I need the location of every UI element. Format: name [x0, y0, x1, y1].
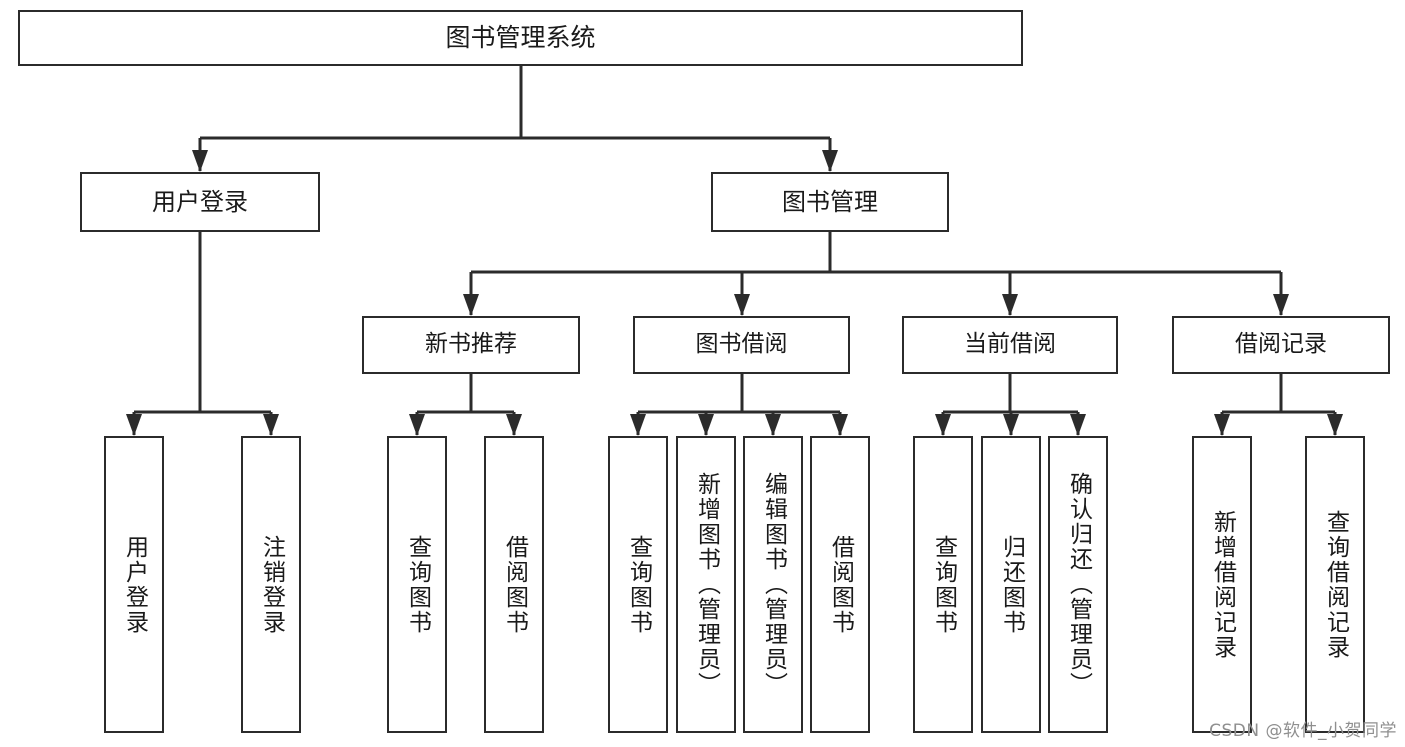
- node-label: 当前借阅: [964, 331, 1056, 358]
- node-label: 注销登录: [258, 534, 285, 635]
- node-label: 图书借阅: [695, 331, 788, 358]
- node-leaf-borrow-book-2[interactable]: 借阅图书: [810, 436, 870, 733]
- arrow-head-icon: [734, 294, 750, 316]
- arrow-head-icon: [463, 294, 479, 316]
- arrow-head-icon: [698, 414, 714, 436]
- node-book-manage[interactable]: 图书管理: [711, 172, 949, 232]
- node-label: 新增借阅记录: [1209, 509, 1236, 660]
- node-leaf-query-book-2[interactable]: 查询图书: [608, 436, 668, 733]
- arrow-head-icon: [765, 414, 781, 436]
- node-label: 借阅图书: [501, 534, 528, 635]
- arrow-head-icon: [1214, 414, 1230, 436]
- arrow-head-icon: [506, 414, 522, 436]
- node-current-borrow[interactable]: 当前借阅: [902, 316, 1118, 374]
- node-leaf-edit-book-admin[interactable]: 编辑图书（管理员）: [743, 436, 803, 733]
- node-label: 新增图书（管理员）: [693, 472, 720, 697]
- node-label: 归还图书: [998, 534, 1025, 635]
- node-user-login[interactable]: 用户登录: [80, 172, 320, 232]
- node-label: 查询图书: [404, 534, 431, 635]
- arrow-head-icon: [1070, 414, 1086, 436]
- node-leaf-borrow-book-1[interactable]: 借阅图书: [484, 436, 544, 733]
- node-book-borrow[interactable]: 图书借阅: [633, 316, 850, 374]
- node-leaf-query-book-1[interactable]: 查询图书: [387, 436, 447, 733]
- arrow-head-icon: [1327, 414, 1343, 436]
- node-leaf-query-book-3[interactable]: 查询图书: [913, 436, 973, 733]
- arrow-head-icon: [1273, 294, 1289, 316]
- arrow-head-icon: [263, 414, 279, 436]
- node-label: 确认归还（管理员）: [1065, 472, 1092, 697]
- node-label: 图书管理系统: [445, 23, 596, 52]
- node-leaf-user-login[interactable]: 用户登录: [104, 436, 164, 733]
- node-label: 查询借阅记录: [1322, 509, 1349, 660]
- node-label: 新书推荐: [425, 331, 517, 358]
- node-leaf-add-borrow-record[interactable]: 新增借阅记录: [1192, 436, 1252, 733]
- arrow-head-icon: [935, 414, 951, 436]
- node-label: 查询图书: [625, 534, 652, 635]
- node-leaf-query-borrow-record[interactable]: 查询借阅记录: [1305, 436, 1365, 733]
- arrow-head-icon: [1003, 414, 1019, 436]
- node-label: 借阅记录: [1235, 331, 1327, 358]
- node-label: 用户登录: [152, 187, 248, 216]
- node-root[interactable]: 图书管理系统: [18, 10, 1023, 66]
- node-new-book-recommend[interactable]: 新书推荐: [362, 316, 580, 374]
- csdn-watermark: CSDN @软件_小贺同学: [1209, 721, 1397, 741]
- node-label: 借阅图书: [827, 534, 854, 635]
- node-leaf-user-logout[interactable]: 注销登录: [241, 436, 301, 733]
- node-label: 用户登录: [121, 534, 148, 635]
- arrow-head-icon: [192, 150, 208, 172]
- node-label: 编辑图书（管理员）: [760, 472, 787, 697]
- arrow-head-icon: [1002, 294, 1018, 316]
- node-label: 图书管理: [782, 187, 878, 216]
- node-leaf-confirm-return-admin[interactable]: 确认归还（管理员）: [1048, 436, 1108, 733]
- node-leaf-add-book-admin[interactable]: 新增图书（管理员）: [676, 436, 736, 733]
- arrow-head-icon: [822, 150, 838, 172]
- node-label: 查询图书: [930, 534, 957, 635]
- node-borrow-record[interactable]: 借阅记录: [1172, 316, 1390, 374]
- arrow-head-icon: [630, 414, 646, 436]
- arrow-head-icon: [409, 414, 425, 436]
- node-leaf-return-book[interactable]: 归还图书: [981, 436, 1041, 733]
- arrow-head-icon: [126, 414, 142, 436]
- arrow-head-icon: [832, 414, 848, 436]
